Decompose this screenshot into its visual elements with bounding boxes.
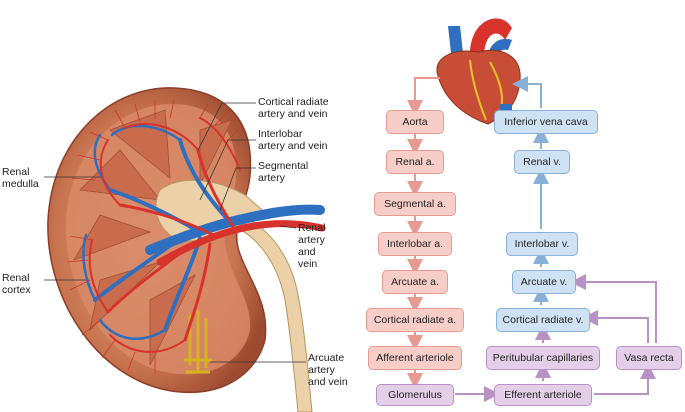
label-renal-artery-vein: Renal artery and vein bbox=[298, 222, 326, 270]
label-segmental: Segmental artery bbox=[258, 160, 309, 184]
kidney-illustration bbox=[47, 87, 326, 412]
label-interlobar: Interlobar artery and vein bbox=[258, 128, 328, 152]
label-arcuate: Arcuate artery and vein bbox=[308, 352, 348, 388]
box-renal-artery: Renal a. bbox=[386, 150, 444, 174]
box-segmental-artery: Segmental a. bbox=[374, 192, 456, 216]
box-efferent-arteriole: Efferent arteriole bbox=[494, 384, 592, 406]
box-renal-vein: Renal v. bbox=[514, 150, 570, 174]
aorta-arch bbox=[469, 18, 512, 58]
box-interlobar-vein: Interlobar v. bbox=[506, 232, 578, 256]
label-cortical-radiate: Cortical radiate artery and vein bbox=[258, 96, 329, 120]
label-renal-cortex: Renal cortex bbox=[2, 272, 31, 296]
box-glomerulus: Glomerulus bbox=[376, 384, 454, 406]
box-aorta: Aorta bbox=[386, 110, 444, 134]
box-inferior-vena-cava: Inferior vena cava bbox=[494, 110, 598, 134]
ureter bbox=[237, 219, 313, 412]
box-interlobar-artery: Interlobar a. bbox=[378, 232, 452, 256]
heart-illustration bbox=[436, 18, 521, 125]
cortical-radiate-vessels bbox=[67, 99, 239, 374]
box-vasa-recta: Vasa recta bbox=[616, 346, 682, 370]
box-peritubular-capillaries: Peritubular capillaries bbox=[486, 346, 600, 370]
kidney-leader-lines bbox=[44, 102, 306, 363]
renal-arteries bbox=[88, 117, 326, 353]
box-arcuate-vein: Arcuate v. bbox=[512, 270, 576, 294]
box-arcuate-artery: Arcuate a. bbox=[382, 270, 448, 294]
box-afferent-arteriole: Afferent arteriole bbox=[368, 346, 462, 370]
box-cortical-radiate-artery: Cortical radiate a. bbox=[366, 308, 464, 332]
label-renal-medulla: Renal medulla bbox=[2, 166, 39, 190]
flow-connectors bbox=[407, 76, 657, 402]
box-cortical-radiate-vein: Cortical radiate v. bbox=[496, 308, 590, 332]
